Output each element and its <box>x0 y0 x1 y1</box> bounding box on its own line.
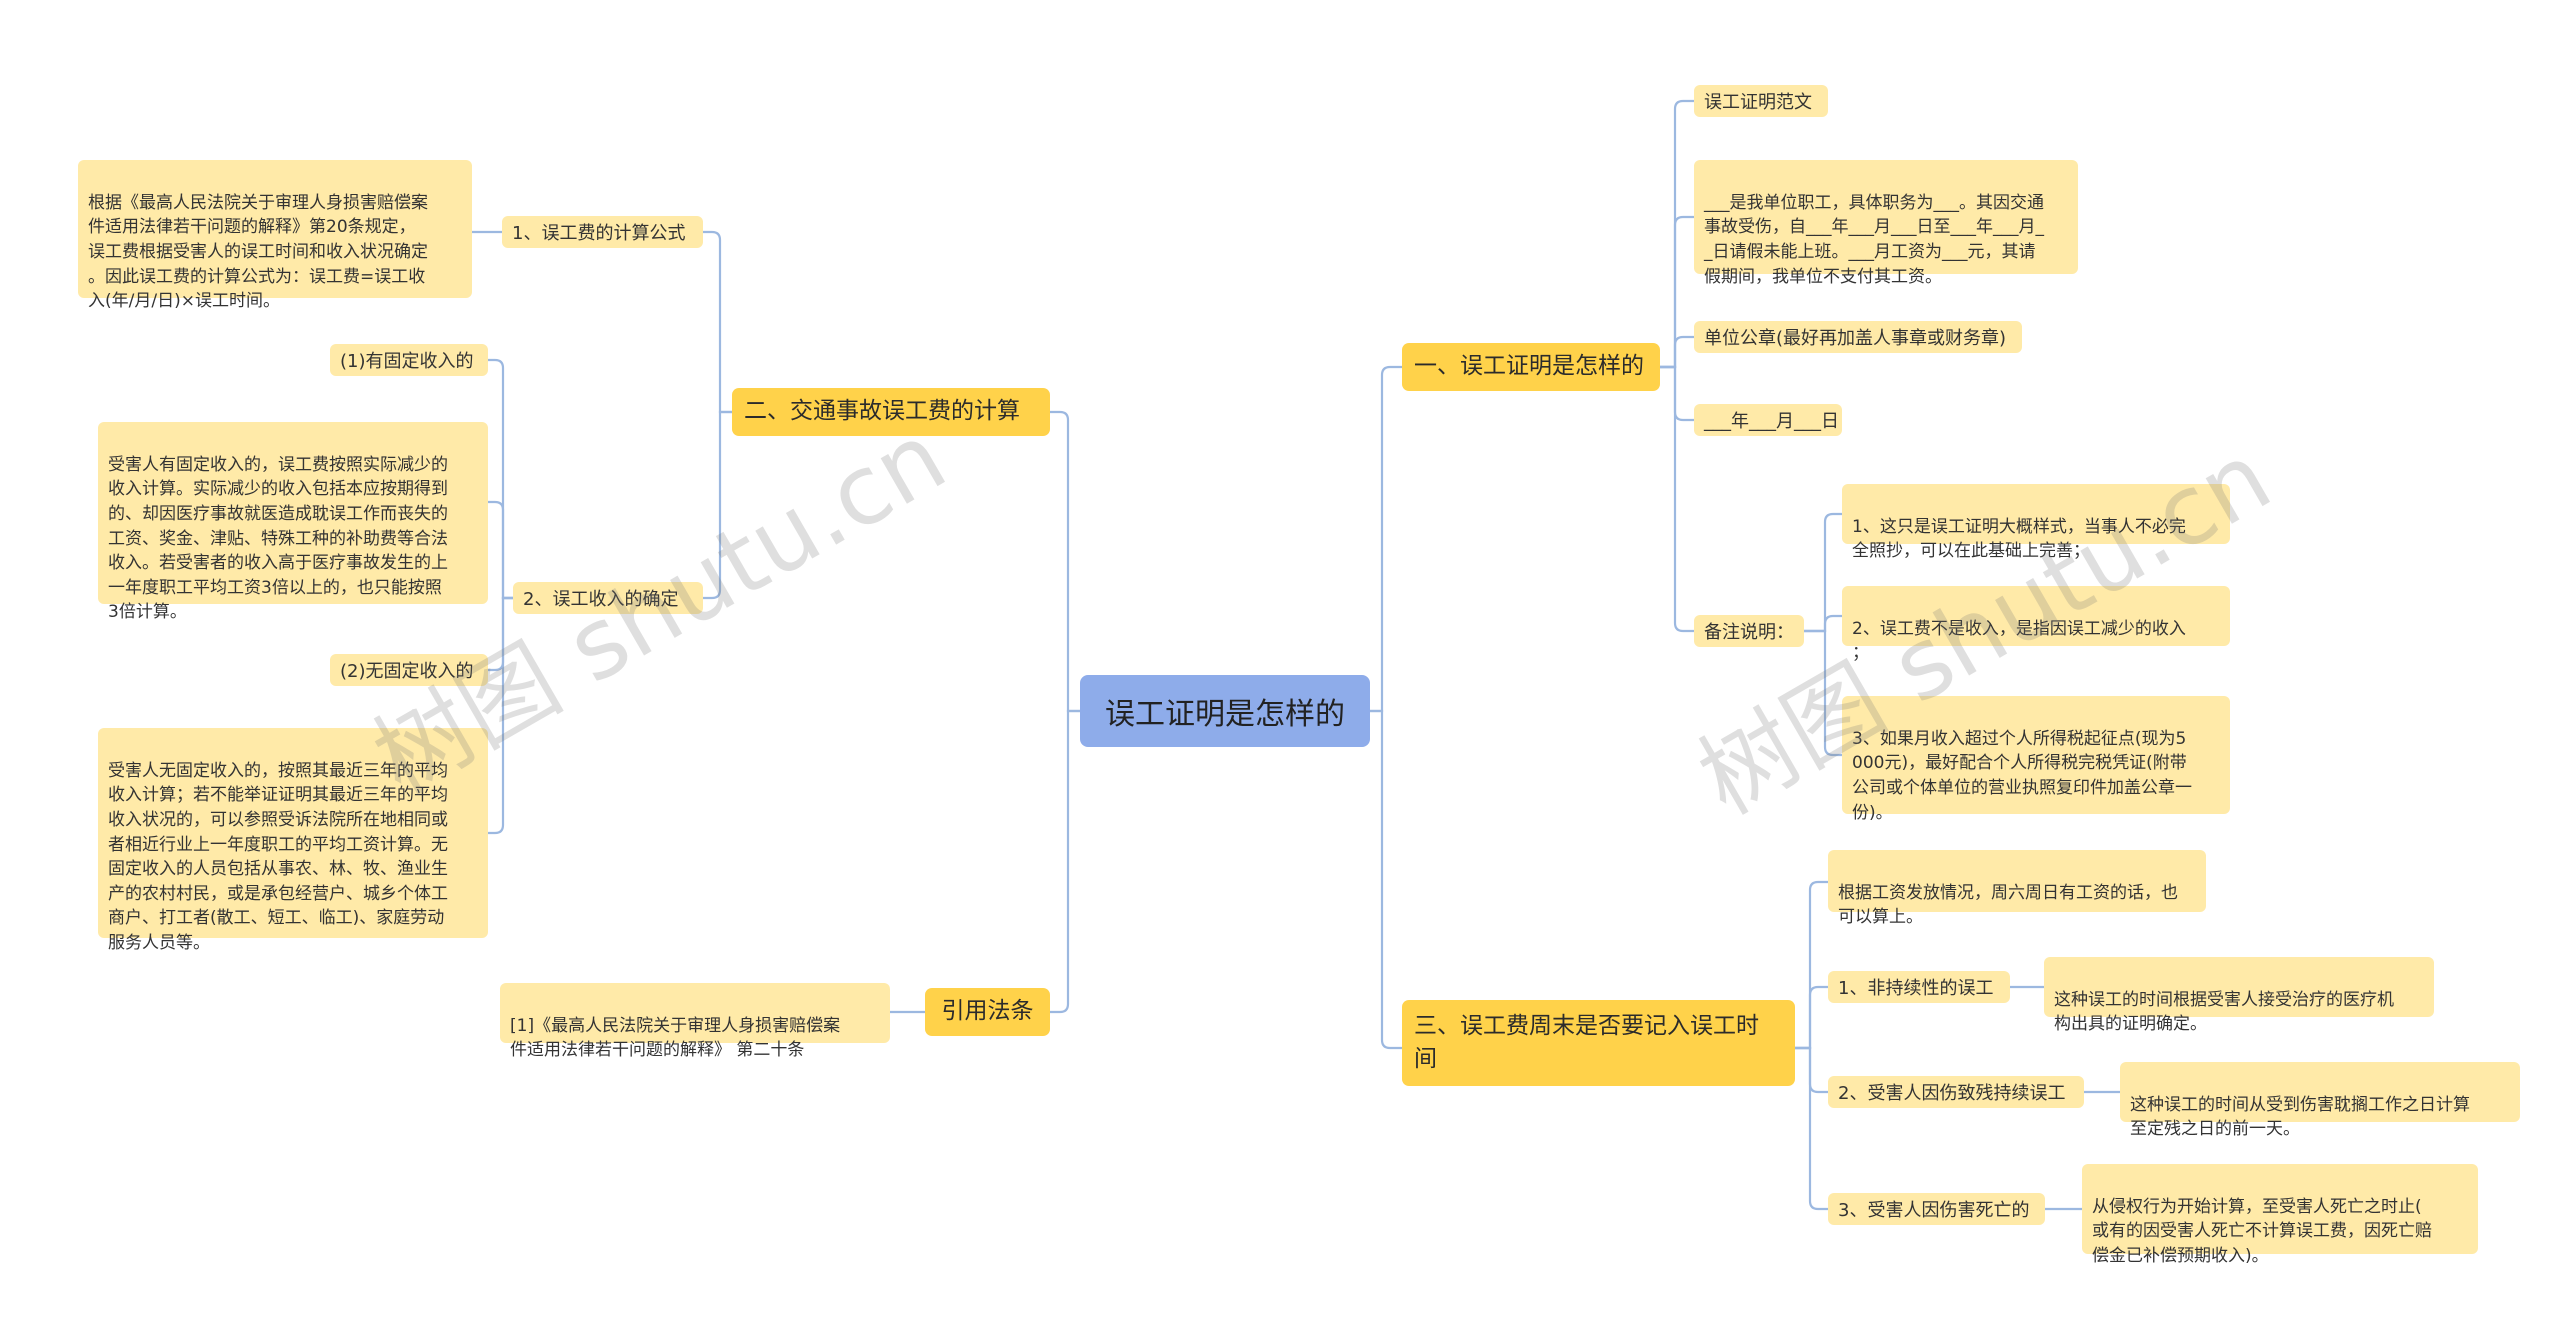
sample-title-text: 误工证明范文 <box>1704 92 1812 113</box>
connector-calc-income <box>703 410 732 600</box>
topic-income-label: 2、误工收入的确定 <box>523 589 679 610</box>
proof-body[interactable]: ___是我单位职工，具体职务为___。其因交通 事故受伤，自___年___月__… <box>1694 160 2078 287</box>
connector-notes-item2 <box>1804 614 1842 633</box>
root-topic[interactable]: 误工证明是怎样的 <box>1080 675 1370 747</box>
case-3-detail-text: 从侵权行为开始计算，至受害人死亡之时止( 或有的因受害人死亡不计算误工费，因死亡… <box>2092 1196 2432 1266</box>
connector-proof-date <box>1660 365 1694 422</box>
notes-label[interactable]: 备注说明： <box>1694 615 1804 647</box>
fixed-income-detail[interactable]: 受害人有固定收入的，误工费按照实际减少的 收入计算。实际减少的收入包括本应按期得… <box>98 422 488 622</box>
proof-date[interactable]: ___年___月___日 <box>1694 404 1842 436</box>
case-3-label[interactable]: 3、受害人因伤害死亡的 <box>1828 1193 2045 1225</box>
branch-traffic-calc[interactable]: 二、交通事故误工费的计算 <box>732 388 1050 436</box>
note-item-1[interactable]: 1、这只是误工证明大概样式，当事人不必完 全照抄，可以在此基础上完善； <box>1842 484 2230 561</box>
connector-proof-stamp <box>1660 335 1694 369</box>
case-1-label-text: 1、非持续性的误工 <box>1838 978 1994 999</box>
formula-detail-text: 根据《最高人民法院关于审理人身损害赔偿案 件适用法律若干问题的解释》第20条规定… <box>88 192 428 312</box>
nonfixed-income-detail[interactable]: 受害人无固定收入的，按照其最近三年的平均 收入计算；若不能举证证明其最近三年的平… <box>98 728 488 953</box>
connector-root-calc <box>1050 410 1080 713</box>
proof-body-text: ___是我单位职工，具体职务为___。其因交通 事故受伤，自___年___月__… <box>1704 192 2044 287</box>
notes-label-text: 备注说明： <box>1704 622 1794 643</box>
connector-weekend-case3 <box>1795 1046 1828 1211</box>
topic-formula-label: 1、误工费的计算公式 <box>512 223 686 244</box>
law-detail-text: [1]《最高人民法院关于审理人身损害赔偿案 件适用法律若干问题的解释》 第二十条 <box>510 1015 841 1061</box>
case-2-label-text: 2、受害人因伤致残持续误工 <box>1838 1083 2066 1104</box>
branch-weekend[interactable]: 三、误工费周末是否要记入误工时 间 <box>1402 1000 1795 1086</box>
note-item-2-text: 2、误工费不是收入，是指因误工减少的收入 ； <box>1852 618 2186 664</box>
note-item-3-text: 3、如果月收入超过个人所得税起征点(现为5 000元)，最好配合个人所得税完税凭… <box>1852 728 2192 823</box>
note-item-3[interactable]: 3、如果月收入超过个人所得税起征点(现为5 000元)，最好配合个人所得税完税凭… <box>1842 696 2230 823</box>
connector-proof-body <box>1660 215 1694 369</box>
branch-law[interactable]: 引用法条 <box>925 988 1050 1036</box>
connector-root-law <box>1050 709 1080 1014</box>
nonfixed-income-detail-text: 受害人无固定收入的，按照其最近三年的平均 收入计算；若不能举证证明其最近三年的平… <box>108 760 448 954</box>
connector-income-fixedlabel <box>488 358 513 600</box>
case-2-detail-text: 这种误工的时间从受到伤害耽搁工作之日计算 至定残之日的前一天。 <box>2130 1094 2470 1140</box>
case-1-detail-text: 这种误工的时间根据受害人接受治疗的医疗机 构出具的证明确定。 <box>2054 989 2394 1035</box>
case-2-detail[interactable]: 这种误工的时间从受到伤害耽搁工作之日计算 至定残之日的前一天。 <box>2120 1062 2520 1139</box>
proof-stamp[interactable]: 单位公章(最好再加盖人事章或财务章) <box>1694 321 2022 353</box>
connector-income-nonfixeddetail <box>488 596 513 835</box>
connector-income-fixeddetail <box>488 500 513 600</box>
connector-proof-notes <box>1660 365 1694 633</box>
case-3-label-text: 3、受害人因伤害死亡的 <box>1838 1200 2030 1221</box>
case-1-detail[interactable]: 这种误工的时间根据受害人接受治疗的医疗机 构出具的证明确定。 <box>2044 957 2434 1034</box>
connector-notes-item3 <box>1804 629 1842 757</box>
sample-title[interactable]: 误工证明范文 <box>1694 85 1828 117</box>
connector-income-nonfixedlabel <box>488 596 513 672</box>
note-item-1-text: 1、这只是误工证明大概样式，当事人不必完 全照抄，可以在此基础上完善； <box>1852 516 2186 562</box>
connector-proof-sample <box>1660 99 1694 369</box>
fixed-income-label[interactable]: (1)有固定收入的 <box>330 344 488 376</box>
case-3-detail[interactable]: 从侵权行为开始计算，至受害人死亡之时止( 或有的因受害人死亡不计算误工费，因死亡… <box>2082 1164 2478 1266</box>
root-topic-label: 误工证明是怎样的 <box>1105 697 1345 732</box>
branch-weekend-label: 三、误工费周末是否要记入误工时 间 <box>1414 1012 1759 1072</box>
fixed-income-detail-text: 受害人有固定收入的，误工费按照实际减少的 收入计算。实际减少的收入包括本应按期得… <box>108 454 448 623</box>
branch-law-label: 引用法条 <box>941 998 1034 1025</box>
branch-proof-label: 一、误工证明是怎样的 <box>1414 353 1644 380</box>
topic-income[interactable]: 2、误工收入的确定 <box>513 582 703 614</box>
nonfixed-income-label-text: (2)无固定收入的 <box>340 661 474 682</box>
weekend-intro[interactable]: 根据工资发放情况，周六周日有工资的话，也 可以算上。 <box>1828 850 2206 927</box>
connector-notes-item1 <box>1804 512 1842 633</box>
connector-weekend-intro <box>1795 880 1828 1050</box>
connector-root-proof <box>1370 365 1402 713</box>
topic-formula[interactable]: 1、误工费的计算公式 <box>502 216 703 248</box>
branch-proof[interactable]: 一、误工证明是怎样的 <box>1402 343 1660 391</box>
nonfixed-income-label[interactable]: (2)无固定收入的 <box>330 654 488 686</box>
branch-traffic-calc-label: 二、交通事故误工费的计算 <box>744 398 1020 425</box>
connector-weekend-case1 <box>1795 985 1828 1050</box>
connector-weekend-case2 <box>1795 1046 1828 1094</box>
law-detail[interactable]: [1]《最高人民法院关于审理人身损害赔偿案 件适用法律若干问题的解释》 第二十条 <box>500 983 890 1060</box>
formula-detail[interactable]: 根据《最高人民法院关于审理人身损害赔偿案 件适用法律若干问题的解释》第20条规定… <box>78 160 472 311</box>
proof-date-text: ___年___月___日 <box>1704 411 1839 432</box>
note-item-2[interactable]: 2、误工费不是收入，是指因误工减少的收入 ； <box>1842 586 2230 663</box>
case-1-label[interactable]: 1、非持续性的误工 <box>1828 971 2010 1003</box>
case-2-label[interactable]: 2、受害人因伤致残持续误工 <box>1828 1076 2084 1108</box>
connector-calc-formula <box>703 230 732 414</box>
weekend-intro-text: 根据工资发放情况，周六周日有工资的话，也 可以算上。 <box>1838 882 2178 928</box>
proof-stamp-text: 单位公章(最好再加盖人事章或财务章) <box>1704 328 2007 349</box>
connector-root-weekend <box>1370 709 1402 1050</box>
fixed-income-label-text: (1)有固定收入的 <box>340 351 474 372</box>
